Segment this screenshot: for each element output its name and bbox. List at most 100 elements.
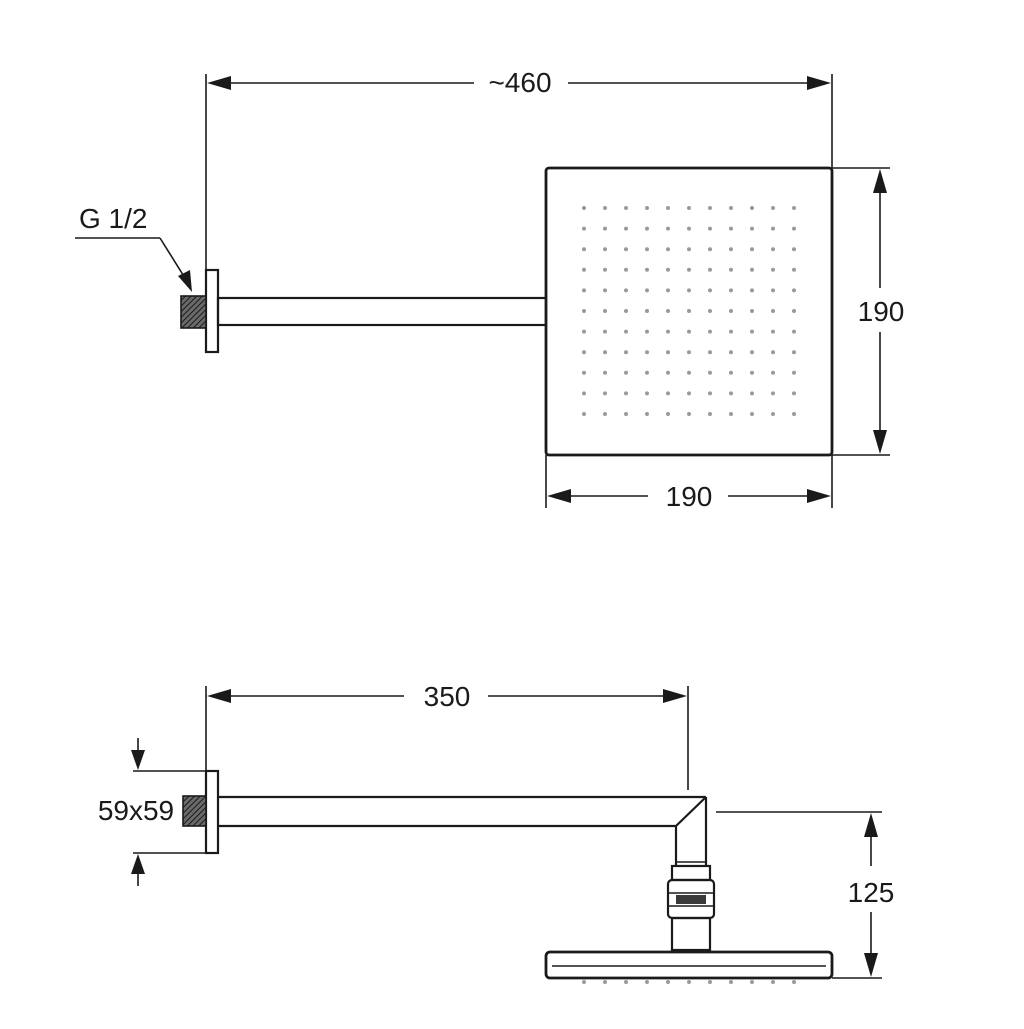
nozzle-dot bbox=[603, 329, 607, 334]
nozzle-dot bbox=[603, 226, 607, 231]
nozzle-dot bbox=[792, 247, 796, 252]
side-nozzle-dot bbox=[708, 980, 712, 984]
leader-arrow-g12 bbox=[178, 270, 192, 292]
arrow-top-59 bbox=[131, 750, 145, 770]
nozzle-dot bbox=[708, 288, 712, 293]
side-view: 350 59x59 125 bbox=[98, 681, 895, 984]
label-drop-height: 125 bbox=[848, 877, 895, 908]
label-flange-size: 59x59 bbox=[98, 795, 174, 826]
side-nozzle-row bbox=[582, 980, 796, 984]
side-nozzle-dot bbox=[792, 980, 796, 984]
nozzle-dot bbox=[729, 247, 733, 252]
nozzle-dot bbox=[582, 391, 586, 396]
nut-dark-band bbox=[676, 895, 706, 904]
nozzle-dot bbox=[645, 267, 649, 272]
nozzle-dot bbox=[750, 370, 754, 375]
nozzle-dot bbox=[729, 370, 733, 375]
thread-connector-side bbox=[182, 795, 207, 827]
nozzle-dot bbox=[645, 329, 649, 334]
side-nozzle-dot bbox=[729, 980, 733, 984]
nozzle-dot bbox=[750, 288, 754, 293]
top-view: ~460 190 190 G 1/2 bbox=[75, 67, 904, 512]
nozzle-dot bbox=[792, 391, 796, 396]
nozzle-dot bbox=[792, 288, 796, 293]
nozzle-dot bbox=[666, 350, 670, 355]
side-nozzle-dot bbox=[582, 980, 586, 984]
arrow-bottom-59 bbox=[131, 854, 145, 874]
nozzle-dot bbox=[708, 267, 712, 272]
nozzle-dot bbox=[729, 350, 733, 355]
nozzle-dot bbox=[708, 329, 712, 334]
nozzle-dot bbox=[750, 350, 754, 355]
nozzle-dot bbox=[645, 226, 649, 231]
nozzle-dot bbox=[750, 247, 754, 252]
nozzle-dot bbox=[708, 247, 712, 252]
label-thread-size: G 1/2 bbox=[79, 203, 147, 234]
nozzle-dot bbox=[708, 226, 712, 231]
side-nozzle-dot bbox=[687, 980, 691, 984]
nozzle-dot bbox=[624, 288, 628, 293]
nozzle-dot bbox=[771, 309, 775, 313]
nozzle-dot bbox=[603, 247, 607, 252]
elbow-miter-line bbox=[675, 796, 707, 827]
nozzle-dot bbox=[792, 329, 796, 334]
nozzle-dot bbox=[771, 329, 775, 334]
nozzle-dot bbox=[771, 247, 775, 252]
nozzle-dot bbox=[792, 370, 796, 375]
side-nozzle-dot bbox=[603, 980, 607, 984]
arrow-bottom-125 bbox=[864, 953, 878, 977]
nozzle-dot bbox=[666, 309, 670, 313]
nozzle-dot bbox=[603, 391, 607, 396]
nozzle-dot bbox=[624, 370, 628, 375]
nozzle-dot bbox=[771, 288, 775, 293]
nozzle-dot bbox=[771, 267, 775, 272]
nozzle-dot bbox=[729, 226, 733, 231]
nozzle-dot bbox=[603, 206, 607, 210]
wall-flange-top bbox=[204, 268, 220, 354]
nozzle-dot bbox=[792, 350, 796, 355]
nozzle-dot bbox=[687, 267, 691, 272]
nozzle-dot bbox=[603, 267, 607, 272]
nozzle-dot bbox=[687, 350, 691, 355]
nozzle-dot bbox=[645, 309, 649, 313]
nozzle-dot bbox=[771, 391, 775, 396]
arrow-right-460 bbox=[807, 76, 831, 90]
nozzle-dot bbox=[645, 206, 649, 210]
nozzle-dot bbox=[624, 226, 628, 231]
nozzle-dot bbox=[729, 206, 733, 210]
nozzle-dot bbox=[687, 329, 691, 334]
nozzle-dot bbox=[687, 288, 691, 293]
nozzle-dot bbox=[750, 329, 754, 334]
nozzle-dot bbox=[624, 309, 628, 313]
nozzle-dot bbox=[792, 267, 796, 272]
nozzle-dot bbox=[582, 350, 586, 355]
side-nozzle-dot bbox=[624, 980, 628, 984]
nozzle-dot bbox=[687, 391, 691, 396]
nozzle-dot bbox=[729, 267, 733, 272]
nut-top-ring bbox=[670, 864, 712, 882]
nozzle-dot bbox=[708, 206, 712, 210]
nozzle-dot bbox=[666, 391, 670, 396]
wall-flange-side bbox=[204, 769, 220, 855]
nozzle-dot bbox=[708, 309, 712, 313]
nozzle-grid bbox=[582, 206, 796, 416]
nozzle-dot bbox=[582, 288, 586, 293]
nozzle-dot bbox=[624, 267, 628, 272]
arrow-left-190h bbox=[547, 489, 571, 503]
nozzle-dot bbox=[792, 206, 796, 210]
shower-head-side bbox=[544, 950, 834, 980]
label-overall-length: ~460 bbox=[488, 67, 551, 98]
nozzle-dot bbox=[750, 309, 754, 313]
nozzle-dot bbox=[708, 391, 712, 396]
nozzle-dot bbox=[624, 412, 628, 416]
nozzle-dot bbox=[666, 370, 670, 375]
nozzle-dot bbox=[582, 206, 586, 210]
nozzle-dot bbox=[645, 288, 649, 293]
nozzle-dot bbox=[624, 391, 628, 396]
nozzle-dot bbox=[624, 350, 628, 355]
ball-joint-connector bbox=[666, 864, 716, 952]
arrow-left-460 bbox=[207, 76, 231, 90]
nozzle-dot bbox=[645, 350, 649, 355]
leader-line-g12 bbox=[159, 237, 186, 279]
nozzle-dot bbox=[624, 247, 628, 252]
